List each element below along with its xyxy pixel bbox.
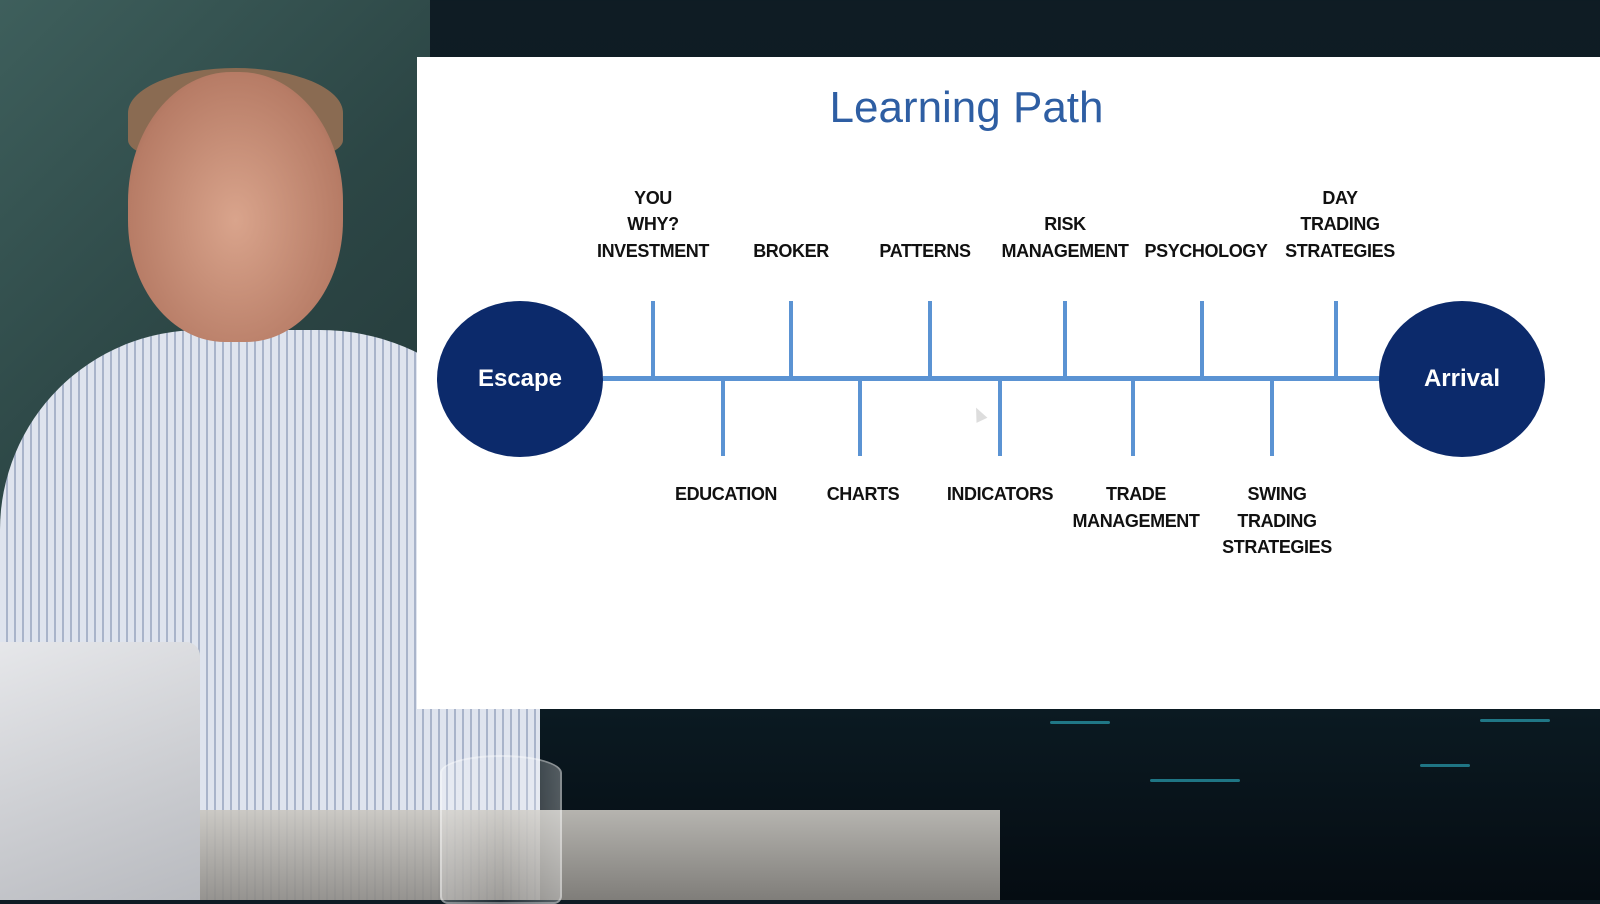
presentation-slide: Learning Path Escape Arrival YOU WHY? IN… — [417, 57, 1600, 709]
step-tick — [998, 378, 1002, 456]
water-glass — [440, 755, 562, 904]
step-label: YOU WHY? INVESTMENT — [596, 187, 709, 261]
step-tick — [789, 301, 793, 379]
step-label: RISK MANAGEMENT — [1001, 214, 1129, 261]
learning-path-line — [603, 376, 1381, 381]
step-label: DAY TRADING STRATEGIES — [1285, 187, 1395, 261]
step-label: EDUCATION — [674, 484, 778, 504]
step-label: BROKER — [753, 240, 829, 261]
step-tick — [858, 378, 862, 456]
step-tick — [1334, 301, 1338, 379]
step-label: PATTERNS — [879, 240, 971, 261]
laptop — [0, 642, 200, 900]
step-label: SWING TRADING STRATEGIES — [1222, 484, 1332, 557]
arrival-label: Arrival — [1423, 365, 1501, 392]
step-label: INDICATORS — [946, 484, 1054, 504]
step-tick — [1063, 301, 1067, 379]
step-tick — [651, 301, 655, 379]
step-tick — [1200, 301, 1204, 379]
step-label: TRADE MANAGEMENT — [1072, 484, 1200, 531]
step-tick — [721, 378, 725, 456]
arrival-node: Arrival — [1379, 301, 1545, 457]
step-label: PSYCHOLOGY — [1144, 240, 1268, 261]
step-tick — [1131, 378, 1135, 456]
step-tick — [928, 301, 932, 379]
step-tick — [1270, 378, 1274, 456]
step-label: CHARTS — [826, 484, 900, 504]
slide-title: Learning Path — [829, 83, 1104, 132]
mouse-cursor-icon — [970, 405, 988, 423]
escape-node: Escape — [437, 301, 603, 457]
escape-label: Escape — [477, 365, 563, 392]
presenter-face — [128, 72, 343, 342]
